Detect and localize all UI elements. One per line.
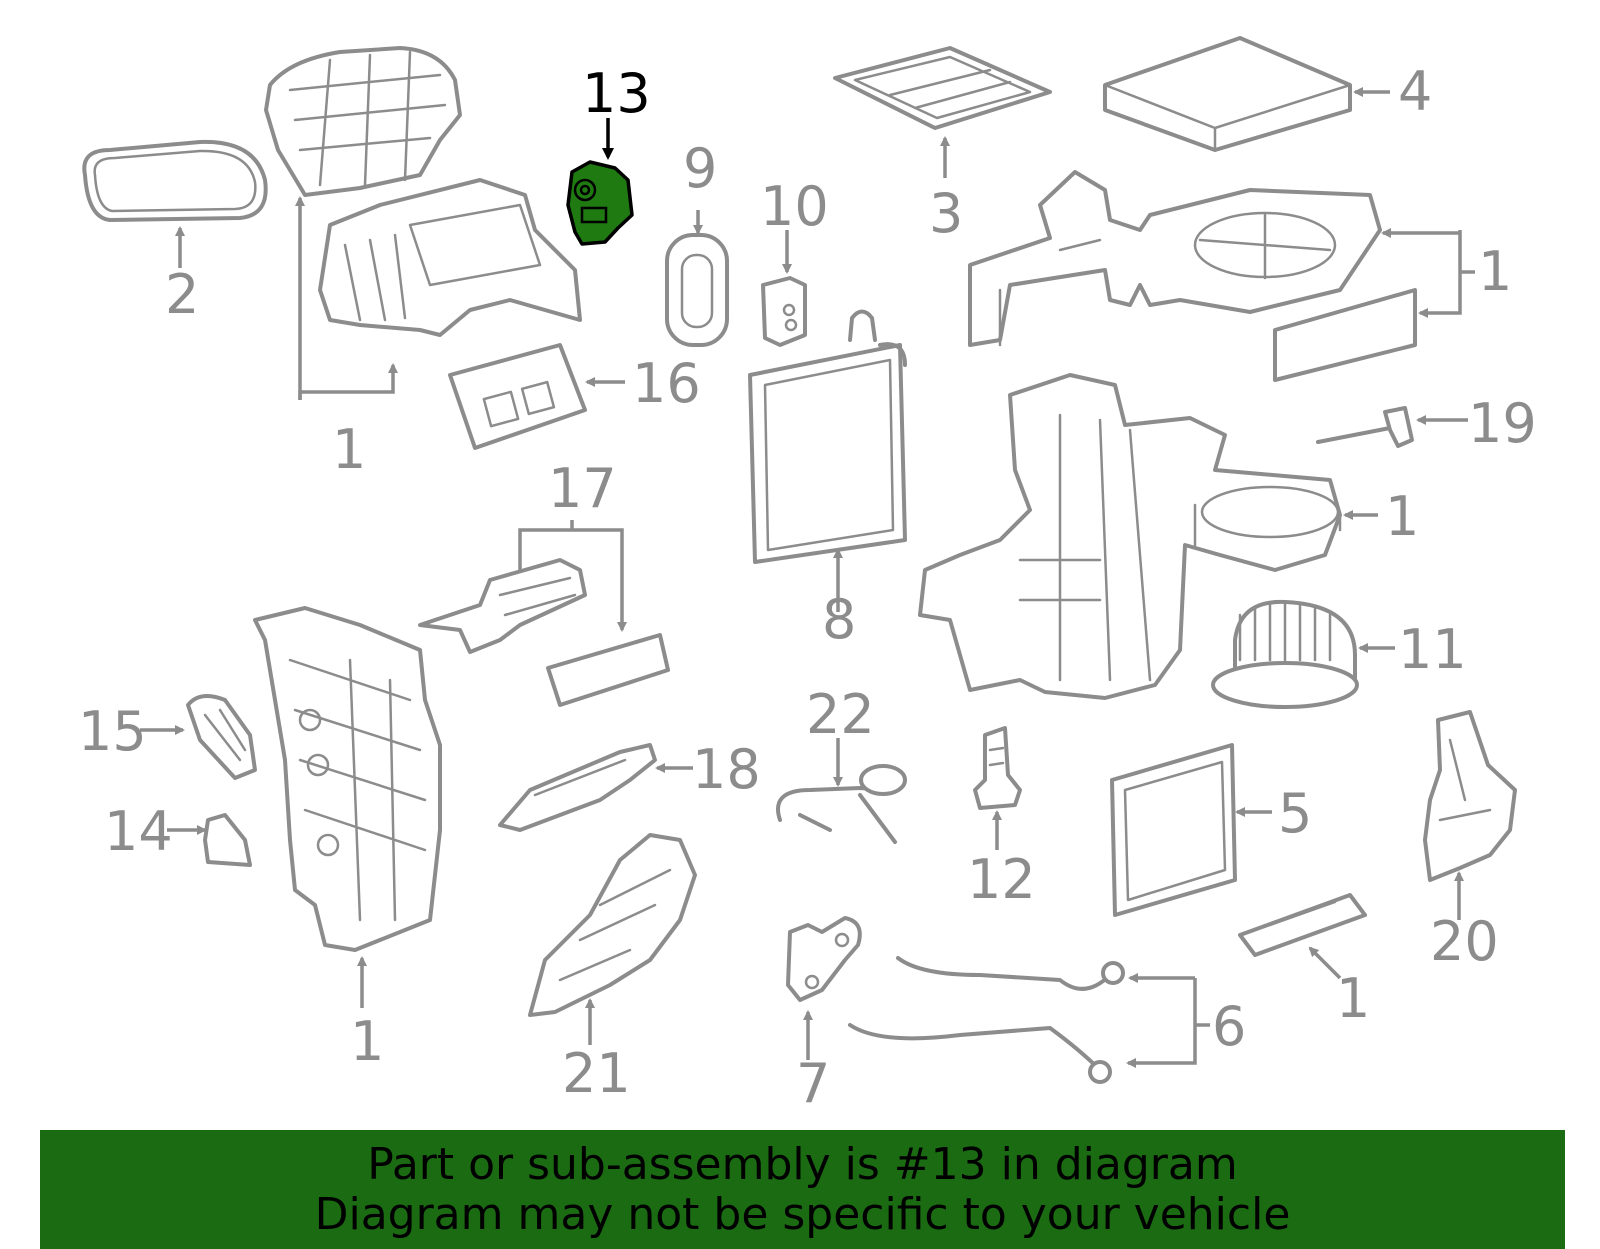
callout-12: 12 (967, 848, 1036, 911)
callout-1-upper-left: 1 (332, 418, 366, 481)
part-1-blower-case-top (968, 170, 1475, 382)
part-7-plate (786, 916, 862, 1060)
part-18-duct (498, 743, 693, 832)
callout-10: 10 (760, 175, 829, 238)
part-1-main-case (918, 373, 1378, 700)
part-1-upper-case (264, 46, 582, 400)
part-1-left-case (253, 606, 442, 1008)
part-12-sensor (973, 726, 1022, 850)
callout-3: 3 (929, 182, 963, 245)
callout-8: 8 (822, 588, 856, 651)
part-5-heater-core (1110, 743, 1272, 917)
callout-17: 17 (548, 457, 617, 520)
callout-22: 22 (806, 683, 875, 746)
part-3-filter-frame (833, 46, 1052, 178)
callout-1-upper-right: 1 (1478, 240, 1512, 303)
callout-18: 18 (692, 738, 761, 801)
part-9-grommet (665, 210, 729, 347)
callout-16: 16 (632, 352, 701, 415)
part-16-panel (448, 343, 625, 450)
callout-11: 11 (1398, 618, 1467, 681)
callout-2: 2 (165, 263, 199, 326)
info-banner: Part or sub-assembly is #13 in diagram D… (40, 1130, 1565, 1249)
callout-20: 20 (1430, 910, 1499, 973)
part-20-duct (1423, 710, 1517, 920)
callout-1-small-bracket: 1 (1336, 967, 1370, 1030)
callout-13: 13 (582, 62, 651, 125)
part-14-door (167, 813, 252, 867)
callout-4: 4 (1398, 60, 1432, 123)
callout-21: 21 (562, 1042, 631, 1105)
banner-line-disclaimer: Diagram may not be specific to your vehi… (314, 1188, 1291, 1240)
callout-14: 14 (104, 800, 173, 863)
part-11-blower-motor (1211, 599, 1395, 709)
part-4-air-filter (1103, 36, 1390, 152)
callout-9: 9 (683, 137, 717, 200)
callout-5: 5 (1278, 782, 1312, 845)
callout-1-main-case: 1 (1385, 485, 1419, 548)
part-21-duct (528, 833, 697, 1045)
callout-15: 15 (78, 700, 147, 763)
banner-line-part-number: Part or sub-assembly is #13 in diagram (367, 1138, 1238, 1190)
callout-19: 19 (1468, 392, 1537, 455)
part-15-door (140, 694, 257, 780)
part-13-actuator-highlighted (566, 118, 634, 246)
callout-6: 6 (1212, 995, 1246, 1058)
part-1-small-bracket (1238, 893, 1367, 980)
part-2-seal (82, 139, 268, 268)
part-19-sensor (1316, 406, 1468, 448)
part-6-hoses (848, 956, 1210, 1084)
part-17-duct (418, 520, 670, 707)
part-22-hose (776, 738, 907, 844)
callout-1-left-case: 1 (350, 1010, 384, 1073)
callout-7: 7 (796, 1052, 830, 1115)
part-10-valve (761, 230, 807, 347)
part-8-evaporator (748, 309, 907, 612)
